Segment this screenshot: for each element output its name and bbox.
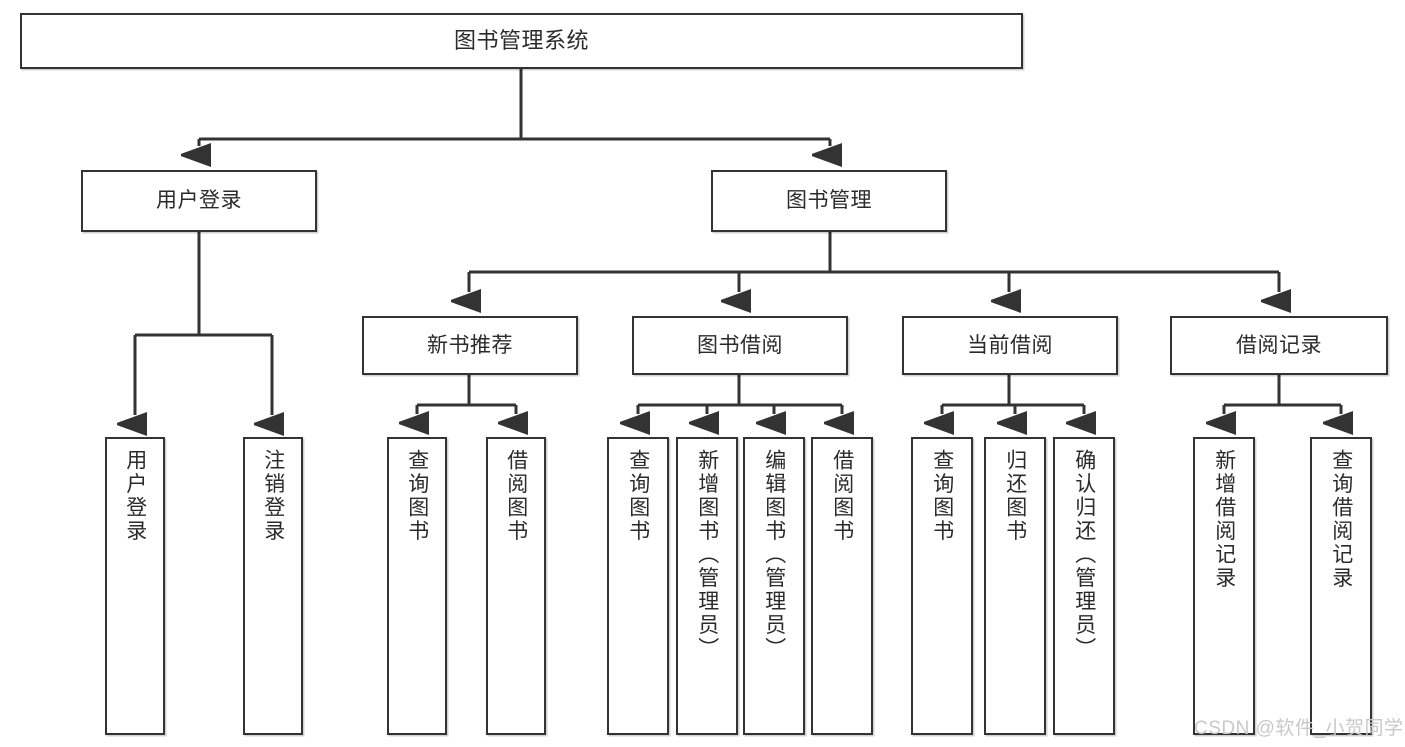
edge-userlogin-to-leaves [135,232,272,415]
node-leaf-query-book-borrow[interactable]: 查询图书 [607,437,669,735]
node-label: 用户登录 [156,189,242,213]
node-label: 查询图书 [626,449,650,543]
node-leaf-user-login[interactable]: 用户登录 [105,437,165,735]
edge-currentborrow-to-leaves [942,375,1084,414]
node-leaf-query-borrow-record[interactable]: 查询借阅记录 [1310,437,1372,735]
node-leaf-return-book[interactable]: 归还图书 [984,437,1046,735]
node-leaf-query-book-current[interactable]: 查询图书 [911,437,973,735]
node-new-book-recommend[interactable]: 新书推荐 [362,316,578,375]
node-leaf-confirm-return[interactable]: 确认归还（管理员） [1053,437,1115,735]
node-label: 新增借阅记录 [1212,449,1236,590]
node-label: 编辑图书（管理员） [762,449,786,661]
node-borrow-record[interactable]: 借阅记录 [1170,316,1388,375]
edge-bookmanage-to-level2 [469,232,1279,292]
node-label: 图书管理 [786,189,872,213]
node-leaf-borrow-book[interactable]: 借阅图书 [811,437,873,735]
node-label: 用户登录 [123,449,147,543]
node-leaf-add-book[interactable]: 新增图书（管理员） [676,437,738,735]
node-label: 当前借阅 [967,333,1053,357]
node-leaf-add-borrow-record[interactable]: 新增借阅记录 [1193,437,1255,735]
node-leaf-edit-book[interactable]: 编辑图书（管理员） [743,437,805,735]
node-label: 借阅图书 [830,449,854,543]
node-label: 注销登录 [261,449,285,543]
edge-borrowrecord-to-leaves [1224,375,1341,414]
node-label: 归还图书 [1003,449,1027,543]
node-label: 新增图书（管理员） [695,449,719,661]
edge-root-to-level1 [199,69,830,146]
node-root-system[interactable]: 图书管理系统 [20,13,1023,69]
edge-bookborrow-to-leaves [638,375,842,414]
node-label: 查询图书 [405,449,429,543]
node-label: 借阅记录 [1236,333,1322,357]
edge-newbook-to-leaves [417,375,516,414]
node-leaf-borrow-book-recommend[interactable]: 借阅图书 [486,437,546,735]
node-leaf-user-logout[interactable]: 注销登录 [243,437,303,735]
node-user-login[interactable]: 用户登录 [81,170,317,232]
node-label: 新书推荐 [427,333,513,357]
node-label: 查询借阅记录 [1329,449,1353,590]
csdn-watermark: CSDN @软件_小贺同学 [1194,718,1404,739]
node-book-borrow[interactable]: 图书借阅 [632,316,848,375]
node-label: 确认归还（管理员） [1072,449,1096,661]
node-current-borrow[interactable]: 当前借阅 [902,316,1118,375]
node-leaf-query-book-recommend[interactable]: 查询图书 [387,437,447,735]
node-label: 查询图书 [930,449,954,543]
node-label: 借阅图书 [504,449,528,543]
node-label: 图书借阅 [697,333,783,357]
node-label: 图书管理系统 [453,27,589,53]
node-book-manage[interactable]: 图书管理 [711,170,947,232]
